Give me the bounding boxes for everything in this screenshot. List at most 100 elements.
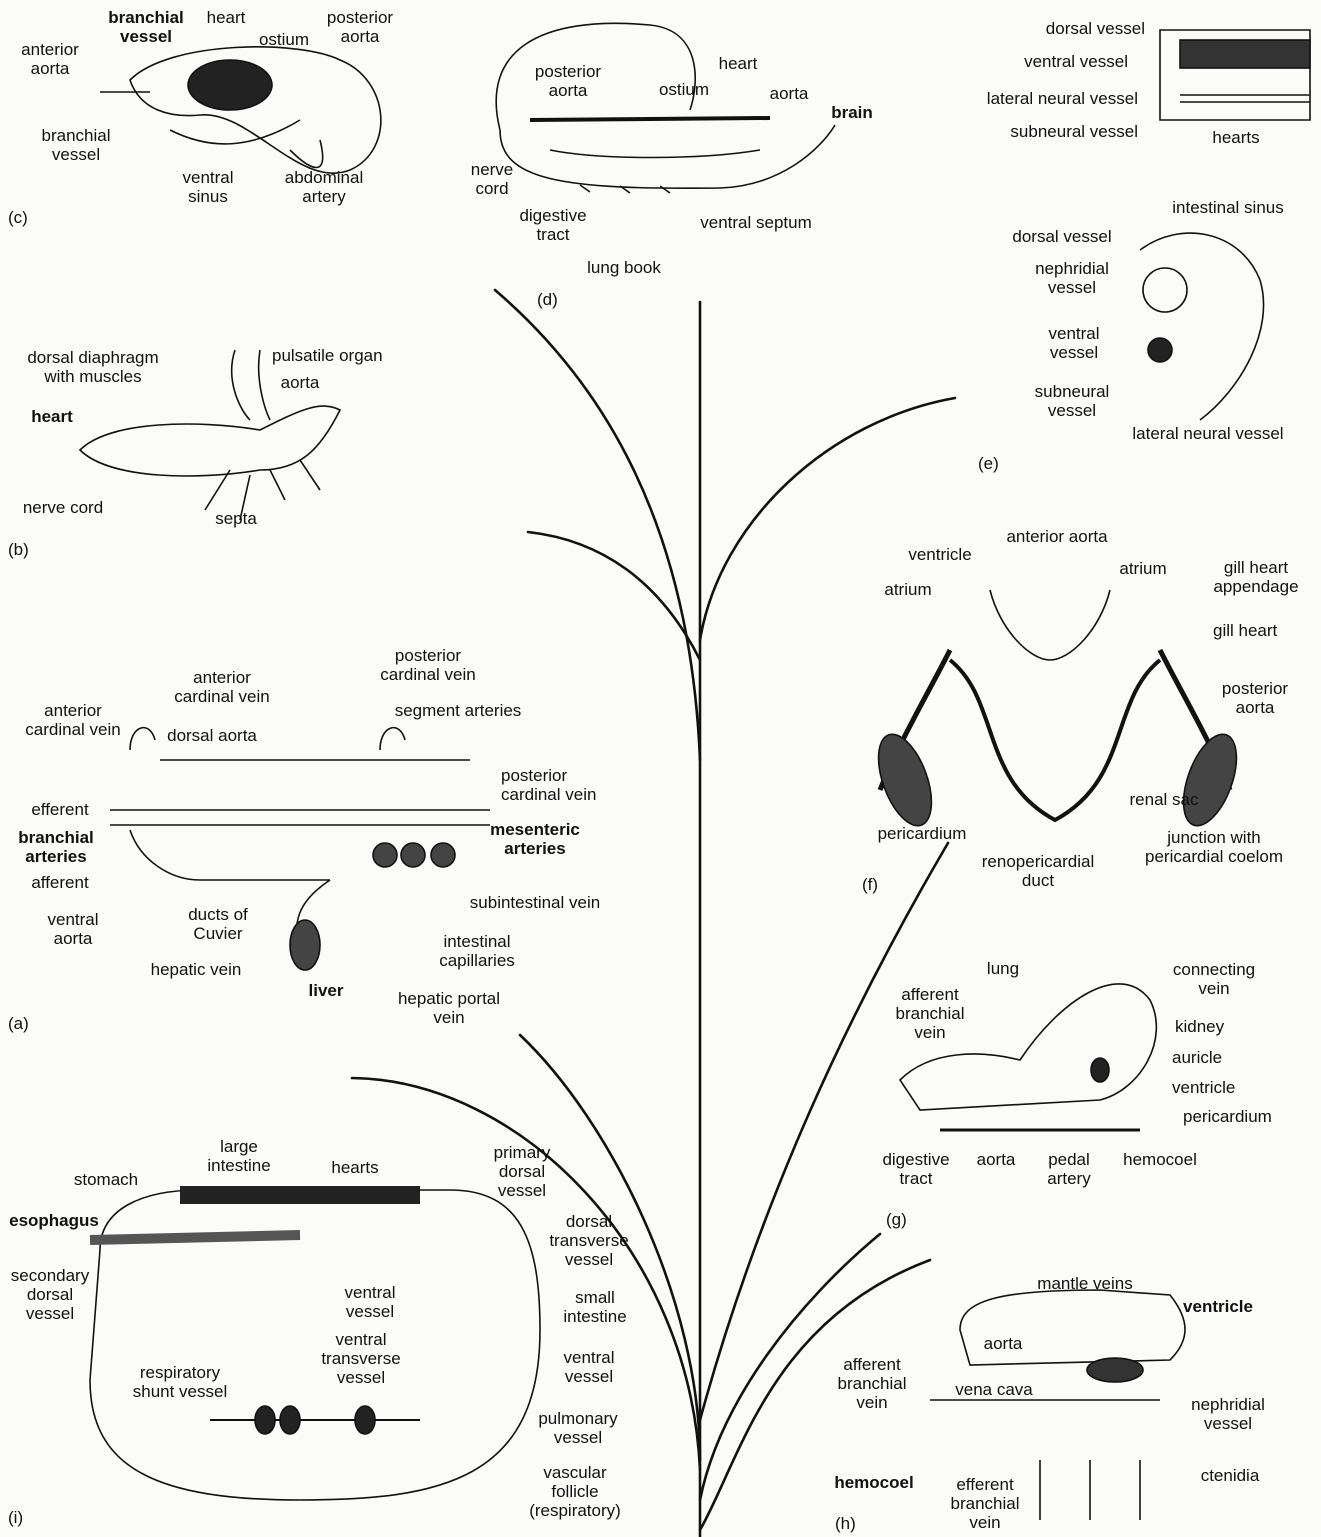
tree-branch-d bbox=[495, 290, 700, 760]
panel-letter-g: (g) bbox=[886, 1210, 907, 1230]
label-i-stomach: stomach bbox=[74, 1170, 138, 1189]
panel-letter-f: (f) bbox=[862, 875, 878, 895]
label-a-efferent: efferent bbox=[31, 800, 88, 819]
label-d-nerve-cord: nerve cord bbox=[471, 160, 514, 198]
label-c-anterior-aorta: anterior aorta bbox=[21, 40, 79, 78]
label-e-ventral-vessel: ventral vessel bbox=[1048, 324, 1099, 362]
label-i-pulmonary-vessel: pulmonary vessel bbox=[538, 1409, 617, 1447]
label-i-respiratory-shunt-vessel: respiratory shunt vessel bbox=[133, 1363, 228, 1401]
label-g-lung: lung bbox=[987, 959, 1019, 978]
label-c-ventral-sinus: ventral sinus bbox=[182, 168, 233, 206]
label-h-ctenidia: ctenidia bbox=[1201, 1466, 1260, 1485]
label-a-intestinal-capillaries: intestinal capillaries bbox=[439, 932, 515, 970]
label-e-lateral-neural-vessel: lateral neural vessel bbox=[1132, 424, 1283, 443]
drawing-i-holothurian bbox=[90, 1190, 540, 1500]
label-h-afferent-branchial-vein: afferent branchial vein bbox=[838, 1355, 907, 1412]
label-d-posterior-aorta: posterior aorta bbox=[535, 62, 601, 100]
drawing-e-annelid bbox=[1140, 30, 1310, 420]
label-e-subneural-vessel-top: subneural vessel bbox=[1010, 122, 1138, 141]
label-i-ventral-transverse-vessel: ventral transverse vessel bbox=[321, 1330, 400, 1387]
label-b-dorsal-diaphragm: dorsal diaphragm with muscles bbox=[27, 348, 158, 386]
panel-letter-a: (a) bbox=[8, 1014, 29, 1034]
label-i-hearts: hearts bbox=[331, 1158, 378, 1177]
label-a-ducts-of-cuvier: ducts of Cuvier bbox=[188, 905, 248, 943]
label-a-mesenteric-arteries: mesenteric arteries bbox=[490, 820, 580, 858]
panel-letter-h: (h) bbox=[835, 1514, 856, 1534]
label-a-anterior-cardinal-vein-top: anterior cardinal vein bbox=[174, 668, 269, 706]
label-f-ventricle: ventricle bbox=[908, 545, 971, 564]
label-b-heart: heart bbox=[31, 407, 73, 426]
label-f-anterior-aorta: anterior aorta bbox=[1006, 527, 1107, 546]
panel-letter-b: (b) bbox=[8, 540, 29, 560]
label-f-renal-sac: renal sac bbox=[1130, 790, 1199, 809]
label-c-posterior-aorta: posterior aorta bbox=[327, 8, 393, 46]
label-a-posterior-cardinal-vein-top: posterior cardinal vein bbox=[380, 646, 475, 684]
drawing-a-vertebrate bbox=[110, 728, 490, 970]
label-g-hemocoel: hemocoel bbox=[1123, 1150, 1197, 1169]
label-a-subintestinal-vein: subintestinal vein bbox=[470, 893, 600, 912]
label-c-branchial-vessel-top: branchial vessel bbox=[108, 8, 184, 46]
label-f-gill-heart: gill heart bbox=[1213, 621, 1277, 640]
label-h-ventricle: ventricle bbox=[1183, 1297, 1253, 1316]
label-d-lung-book: lung book bbox=[587, 258, 661, 277]
label-c-branchial-vessel-bottom: branchial vessel bbox=[42, 126, 111, 164]
drawing-d-spider bbox=[496, 23, 835, 193]
label-e-intestinal-sinus: intestinal sinus bbox=[1172, 198, 1284, 217]
label-i-primary-dorsal-vessel: primary dorsal vessel bbox=[494, 1143, 551, 1200]
label-b-aorta: aorta bbox=[281, 373, 320, 392]
label-i-ventral-vessel-right: ventral vessel bbox=[563, 1348, 614, 1386]
label-a-liver: liver bbox=[309, 981, 344, 1000]
label-i-vascular-follicle: vascular follicle (respiratory) bbox=[529, 1463, 621, 1520]
label-i-secondary-dorsal-vessel: secondary dorsal vessel bbox=[11, 1266, 89, 1323]
label-e-subneural-vessel: subneural vessel bbox=[1035, 382, 1110, 420]
label-g-ventricle: ventricle bbox=[1172, 1078, 1235, 1097]
label-a-anterior-cardinal-vein: anterior cardinal vein bbox=[25, 701, 120, 739]
label-f-posterior-aorta: posterior aorta bbox=[1222, 679, 1288, 717]
phylogeny-tree bbox=[352, 290, 955, 1537]
tree-branch-e bbox=[700, 398, 955, 640]
label-a-hepatic-portal-vein: hepatic portal vein bbox=[398, 989, 500, 1027]
drawing-c-crustacean bbox=[100, 47, 381, 173]
label-b-nerve-cord: nerve cord bbox=[23, 498, 103, 517]
label-d-aorta: aorta bbox=[770, 84, 809, 103]
label-d-brain: brain bbox=[831, 103, 873, 122]
label-i-small-intestine: small intestine bbox=[563, 1288, 626, 1326]
label-g-afferent-branchial-vein: afferent branchial vein bbox=[896, 985, 965, 1042]
panel-letter-e: (e) bbox=[978, 454, 999, 474]
label-d-ostium: ostium bbox=[659, 80, 709, 99]
label-f-gill-heart-appendage: gill heart appendage bbox=[1213, 558, 1298, 596]
panel-letter-d: (d) bbox=[537, 290, 558, 310]
label-h-nephridial-vessel: nephridial vessel bbox=[1191, 1395, 1265, 1433]
label-g-pericardium: pericardium bbox=[1183, 1107, 1272, 1126]
label-d-digestive-tract: digestive tract bbox=[519, 206, 586, 244]
label-h-aorta: aorta bbox=[984, 1334, 1023, 1353]
label-i-ventral-vessel: ventral vessel bbox=[344, 1283, 395, 1321]
label-d-ventral-septum: ventral septum bbox=[700, 213, 812, 232]
label-a-dorsal-aorta: dorsal aorta bbox=[167, 726, 257, 745]
label-h-efferent-branchial-vein: efferent branchial vein bbox=[951, 1475, 1020, 1532]
label-f-atrium-left: atrium bbox=[884, 580, 931, 599]
label-e-dorsal-vessel: dorsal vessel bbox=[1012, 227, 1111, 246]
label-h-vena-cava: vena cava bbox=[955, 1380, 1033, 1399]
label-a-hepatic-vein: hepatic vein bbox=[151, 960, 242, 979]
label-f-renopericardial-duct: renopericardial duct bbox=[982, 852, 1094, 890]
label-b-pulsatile-organ: pulsatile organ bbox=[272, 346, 383, 365]
label-i-dorsal-transverse-vessel: dorsal transverse vessel bbox=[549, 1212, 628, 1269]
label-a-branchial-arteries: branchial arteries bbox=[18, 828, 94, 866]
panel-letter-i: (i) bbox=[8, 1508, 23, 1528]
label-e-ventral-vessel-top: ventral vessel bbox=[1024, 52, 1128, 71]
label-d-heart: heart bbox=[719, 54, 758, 73]
label-f-junction: junction with pericardial coelom bbox=[1145, 828, 1283, 866]
label-c-heart: heart bbox=[207, 8, 246, 27]
panel-letter-c: (c) bbox=[8, 208, 28, 228]
label-g-auricle: auricle bbox=[1172, 1048, 1222, 1067]
label-a-ventral-aorta: ventral aorta bbox=[47, 910, 98, 948]
label-g-connecting-vein: connecting vein bbox=[1173, 960, 1255, 998]
label-g-kidney: kidney bbox=[1175, 1017, 1224, 1036]
label-b-septa: septa bbox=[215, 509, 257, 528]
label-g-aorta: aorta bbox=[977, 1150, 1016, 1169]
label-a-posterior-cardinal-vein: posterior cardinal vein bbox=[501, 766, 596, 804]
label-a-segment-arteries: segment arteries bbox=[395, 701, 522, 720]
label-e-lateral-neural-vessel-top: lateral neural vessel bbox=[987, 89, 1138, 108]
